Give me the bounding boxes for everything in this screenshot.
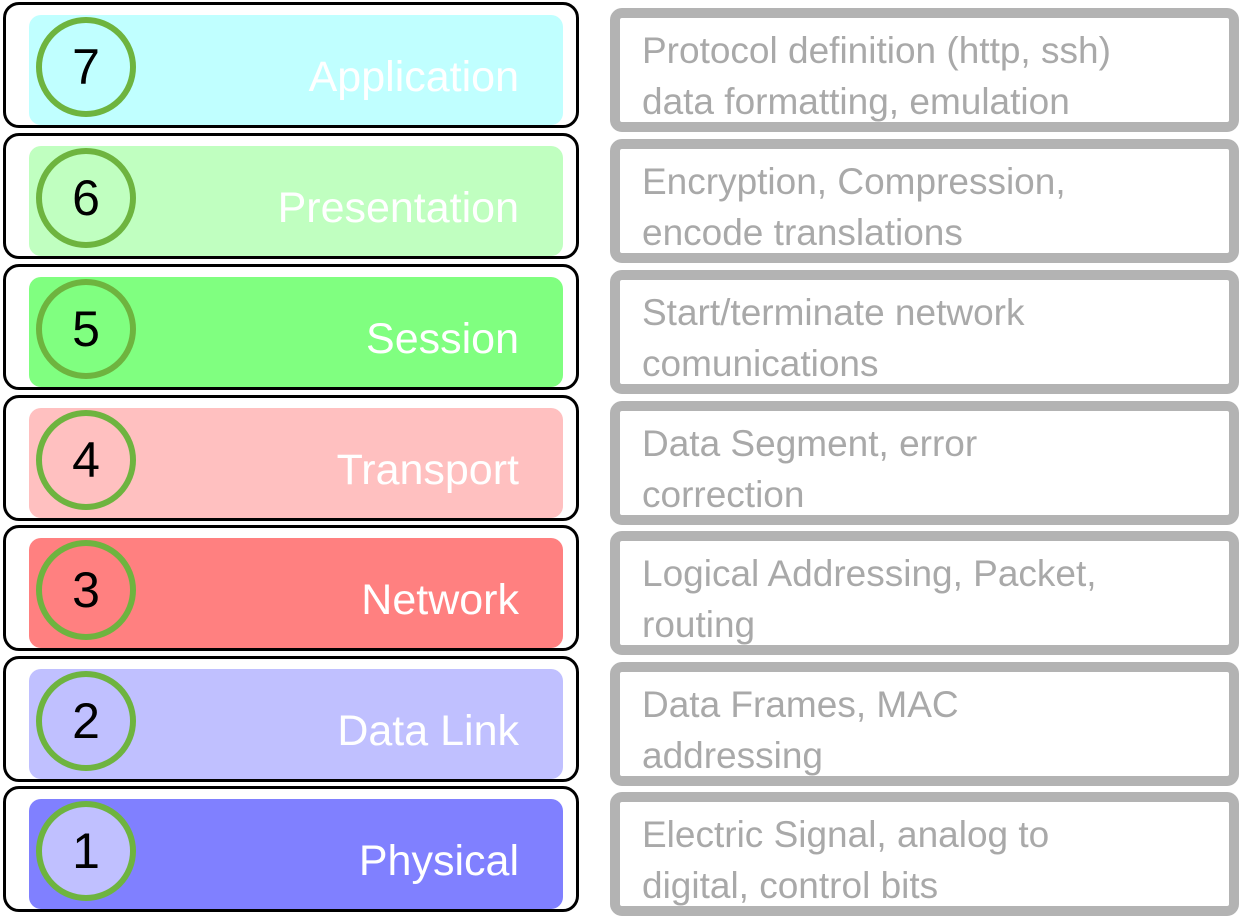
layer-name: Network: [361, 576, 519, 624]
layer-block: Physical 1: [3, 786, 579, 912]
layer-description: Encryption, Compression, encode translat…: [642, 161, 1066, 253]
layer-description-box: Data Frames, MAC addressing: [610, 662, 1239, 786]
layer-description-box: Logical Addressing, Packet, routing: [610, 531, 1239, 655]
layer-number-badge: 1: [36, 801, 136, 901]
layer-name: Presentation: [277, 184, 519, 232]
layer-block: Session 5: [3, 264, 579, 390]
osi-row-3: Network 3 Logical Addressing, Packet, ro…: [0, 523, 1241, 655]
layer-name: Transport: [336, 446, 519, 494]
layer-description-box: Data Segment, error correction: [610, 401, 1239, 525]
layer-description: Protocol definition (http, ssh) data for…: [642, 30, 1111, 122]
osi-row-7: Application 7 Protocol definition (http,…: [0, 0, 1241, 132]
layer-block: Data Link 2: [3, 656, 579, 782]
osi-row-2: Data Link 2 Data Frames, MAC addressing: [0, 654, 1241, 786]
layer-block: Transport 4: [3, 395, 579, 521]
layer-description: Data Segment, error correction: [642, 423, 978, 515]
layer-description-box: Start/terminate network comunications: [610, 270, 1239, 394]
layer-name: Physical: [358, 837, 519, 885]
layer-block: Application 7: [3, 2, 579, 128]
osi-row-5: Session 5 Start/terminate network comuni…: [0, 262, 1241, 394]
layer-description: Logical Addressing, Packet, routing: [642, 553, 1097, 645]
layer-description-box: Protocol definition (http, ssh) data for…: [610, 8, 1239, 132]
layer-description: Data Frames, MAC addressing: [642, 684, 959, 776]
layer-description-box: Electric Signal, analog to digital, cont…: [610, 792, 1239, 916]
osi-row-1: Physical 1 Electric Signal, analog to di…: [0, 784, 1241, 916]
layer-number-badge: 2: [36, 671, 136, 771]
osi-row-4: Transport 4 Data Segment, error correcti…: [0, 393, 1241, 525]
layer-block: Presentation 6: [3, 133, 579, 259]
layer-name: Session: [366, 315, 519, 363]
layer-description: Electric Signal, analog to digital, cont…: [642, 814, 1050, 906]
osi-row-6: Presentation 6 Encryption, Compression, …: [0, 131, 1241, 263]
layer-name: Data Link: [337, 707, 519, 755]
layer-number-badge: 7: [36, 17, 136, 117]
layer-name: Application: [308, 53, 519, 101]
layer-block: Network 3: [3, 525, 579, 651]
layer-number-badge: 3: [36, 540, 136, 640]
layer-description-box: Encryption, Compression, encode translat…: [610, 139, 1239, 263]
layer-number-badge: 4: [36, 410, 136, 510]
layer-number-badge: 6: [36, 148, 136, 248]
layer-description: Start/terminate network comunications: [642, 292, 1025, 384]
layer-number-badge: 5: [36, 279, 136, 379]
